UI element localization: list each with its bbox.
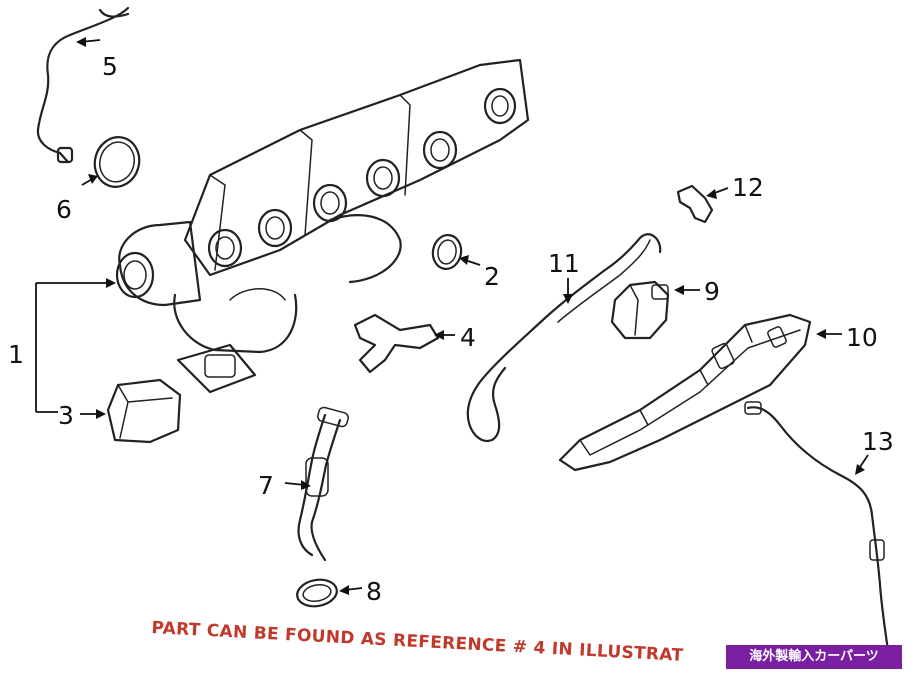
callout-4: 4 [460, 323, 476, 352]
callout-12: 12 [732, 173, 764, 202]
part-7-oil-line [297, 406, 349, 562]
callout-5: 5 [102, 52, 118, 81]
import-parts-badge: 海外製輸入カーパーツ [726, 645, 902, 669]
part-13-sensor-cable [744, 401, 890, 652]
callout-3: 3 [58, 401, 74, 430]
callout-11: 11 [548, 249, 580, 278]
part-2-gasket [431, 233, 463, 271]
callout-6: 6 [56, 195, 72, 224]
callout-2: 2 [484, 262, 500, 291]
part-11-hose [466, 233, 662, 443]
part-10-housing [558, 313, 812, 472]
callout-1: 1 [8, 340, 24, 369]
part-4-bracket [353, 313, 440, 374]
part-9-valve [610, 280, 670, 340]
part-5-sensor-wire [36, 6, 130, 164]
part-12-connector [676, 184, 714, 224]
part-6-gasket [93, 136, 141, 188]
leader-lines [35, 37, 869, 595]
callout-7: 7 [258, 471, 274, 500]
part-8-o-ring [296, 578, 338, 608]
callout-10: 10 [846, 323, 878, 352]
callout-9: 9 [704, 277, 720, 306]
parts-diagram: 5 6 1 3 2 4 11 12 9 10 13 7 8 [8, 6, 894, 652]
part-1-turbo-manifold [115, 58, 530, 394]
callout-8: 8 [366, 577, 382, 606]
callout-13: 13 [862, 427, 894, 456]
part-3-actuator [106, 378, 182, 444]
